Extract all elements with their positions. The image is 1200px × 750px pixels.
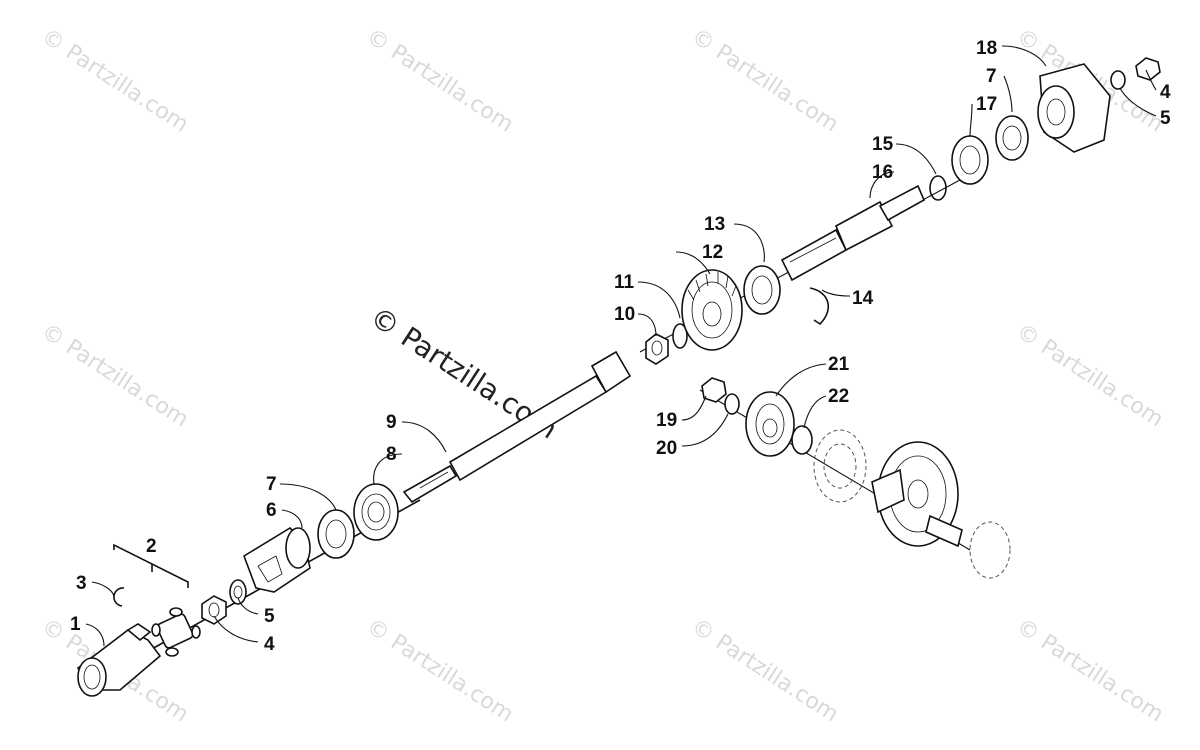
callout-1: 1 bbox=[70, 614, 81, 635]
watermark-tile: © Partzilla.com bbox=[362, 24, 518, 137]
callout-11: 11 bbox=[614, 272, 635, 293]
part-19-nut bbox=[701, 377, 727, 403]
callout-4-rear: 4 bbox=[1160, 82, 1171, 103]
part-16-output-shaft bbox=[780, 184, 926, 282]
part-7-seal-front bbox=[317, 509, 355, 559]
part-8-bearing bbox=[353, 483, 399, 541]
watermark-tile: © Partzilla.com bbox=[1012, 614, 1168, 727]
callout-labels: 1 2 3 4 5 6 7 8 9 10 11 12 13 14 15 16 1… bbox=[70, 38, 1171, 655]
callout-5-front: 5 bbox=[264, 606, 275, 627]
callout-3: 3 bbox=[76, 573, 87, 594]
watermark-tile: © Partzilla.com bbox=[687, 24, 843, 137]
countershaft-assembly bbox=[813, 429, 1011, 579]
watermark-tile: © Partzilla.com bbox=[37, 24, 193, 137]
callout-17: 17 bbox=[976, 94, 997, 115]
part-6-coupler-yoke bbox=[243, 526, 311, 593]
callout-2: 2 bbox=[146, 536, 157, 557]
callout-12: 12 bbox=[702, 242, 723, 263]
part-13-bearing bbox=[743, 265, 781, 315]
part-5-washer-front bbox=[229, 579, 247, 605]
watermark-tile: © Partzilla.com bbox=[362, 614, 518, 727]
callout-18: 18 bbox=[976, 38, 997, 59]
callout-21: 21 bbox=[828, 354, 850, 375]
callout-10: 10 bbox=[614, 304, 635, 325]
part-11-washer bbox=[672, 323, 688, 349]
part-5-washer-rear bbox=[1110, 70, 1126, 90]
callout-19: 19 bbox=[656, 410, 677, 431]
part-4-nut-front bbox=[201, 595, 227, 625]
callout-4-front: 4 bbox=[264, 634, 275, 655]
callout-13: 13 bbox=[704, 214, 725, 235]
watermark-tile: © Partzilla.com bbox=[37, 319, 193, 432]
leader-lines bbox=[85, 45, 1157, 647]
callout-20: 20 bbox=[656, 438, 677, 459]
watermark-tile: © Partzilla.com bbox=[1012, 319, 1168, 432]
part-22-washer bbox=[791, 425, 813, 455]
part-1-yoke bbox=[77, 623, 162, 697]
part-14-snap-ring bbox=[809, 287, 830, 326]
callout-14: 14 bbox=[852, 288, 874, 309]
part-3-snap-ring bbox=[113, 587, 125, 607]
callout-7-rear: 7 bbox=[986, 66, 997, 87]
callout-15: 15 bbox=[872, 134, 894, 155]
callout-22: 22 bbox=[828, 386, 849, 407]
callout-6: 6 bbox=[266, 500, 277, 521]
callout-7-front: 7 bbox=[266, 474, 277, 495]
part-7-seal-rear bbox=[995, 115, 1029, 161]
part-21-gear bbox=[745, 391, 795, 457]
callout-8: 8 bbox=[386, 444, 397, 465]
callout-9: 9 bbox=[386, 412, 397, 433]
part-2-universal-joint bbox=[113, 543, 201, 657]
part-17-bearing bbox=[951, 135, 989, 185]
watermark-tile: © Partzilla.com bbox=[687, 614, 843, 727]
part-20-washer bbox=[724, 393, 740, 415]
part-4-nut-rear bbox=[1135, 57, 1161, 81]
part-18-flange-hub bbox=[1037, 63, 1111, 153]
callout-16: 16 bbox=[872, 162, 893, 183]
part-9-drive-shaft bbox=[402, 350, 632, 504]
part-15-snap-ring bbox=[929, 175, 947, 201]
callout-5-rear: 5 bbox=[1160, 108, 1171, 129]
part-10-nut bbox=[645, 333, 669, 365]
part-12-bevel-gear bbox=[681, 269, 743, 351]
